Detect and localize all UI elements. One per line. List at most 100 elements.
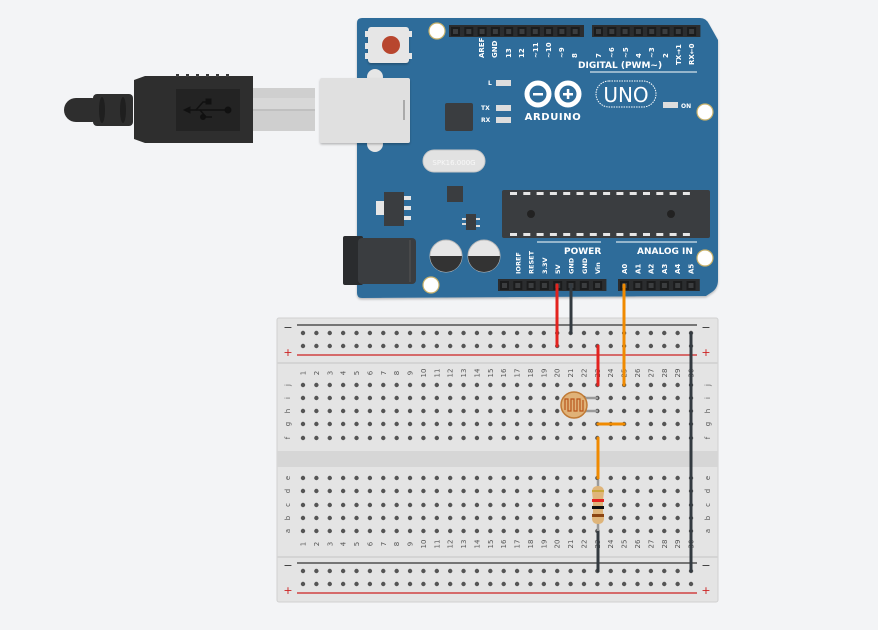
hole-i13[interactable] [461,395,466,401]
hole-bottom-rail-plus[interactable] [434,581,439,587]
hole-d4[interactable] [340,488,346,494]
hole-c6[interactable] [367,502,373,508]
hole-f25[interactable] [621,435,627,441]
hole-bottom-rail-plus[interactable] [541,581,547,587]
hole-g19[interactable] [541,421,547,427]
hole-b14[interactable] [474,515,480,521]
hole-bottom-rail-plus[interactable] [555,581,560,587]
hole-f21[interactable] [568,435,573,441]
hole-a5[interactable] [354,528,359,534]
hole-top-rail-minus[interactable] [581,330,587,336]
hole-e18[interactable] [528,475,533,481]
hole-c28[interactable] [662,502,667,508]
header-pin-gnd[interactable] [490,27,500,36]
hole-c8[interactable] [394,502,399,508]
hole-bottom-rail-plus[interactable] [447,581,453,587]
hole-i14[interactable] [474,395,480,401]
hole-a9[interactable] [407,528,413,534]
hole-f8[interactable] [394,435,399,441]
hole-c17[interactable] [514,502,520,508]
hole-a2[interactable] [314,528,319,534]
hole-b12[interactable] [447,515,453,521]
hole-h18[interactable] [528,408,533,414]
hole-e4[interactable] [340,475,346,481]
hole-bottom-rail-minus[interactable] [528,568,533,574]
hole-e21[interactable] [568,475,573,481]
hole-c16[interactable] [501,502,506,508]
hole-h4[interactable] [340,408,346,414]
hole-b2[interactable] [314,515,319,521]
hole-i15[interactable] [488,395,493,401]
hole-e7[interactable] [381,475,386,481]
hole-e22[interactable] [581,475,587,481]
hole-b22[interactable] [581,515,587,521]
hole-j21[interactable] [568,382,573,388]
hole-b18[interactable] [528,515,533,521]
hole-bottom-rail-minus[interactable] [394,568,399,574]
header-pin-6[interactable] [607,27,617,36]
hole-c1[interactable] [300,502,306,508]
hole-bottom-rail-minus[interactable] [434,568,439,574]
header-pin-8[interactable] [570,27,580,36]
hole-e24[interactable] [608,475,613,481]
hole-h7[interactable] [381,408,386,414]
hole-d7[interactable] [381,488,386,494]
hole-i6[interactable] [367,395,373,401]
hole-h25[interactable] [621,408,627,414]
hole-bottom-rail-plus[interactable] [648,581,654,587]
hole-top-rail-plus[interactable] [474,343,480,349]
hole-d27[interactable] [648,488,654,494]
hole-e15[interactable] [488,475,493,481]
hole-a22[interactable] [581,528,587,534]
hole-j6[interactable] [367,382,373,388]
hole-e28[interactable] [662,475,667,481]
hole-d1[interactable] [300,488,306,494]
hole-bottom-rail-plus[interactable] [407,581,413,587]
hole-bottom-rail-minus[interactable] [501,568,506,574]
hole-f7[interactable] [381,435,386,441]
hole-d9[interactable] [407,488,413,494]
hole-j4[interactable] [340,382,346,388]
hole-i4[interactable] [340,395,346,401]
hole-d18[interactable] [528,488,533,494]
hole-e14[interactable] [474,475,480,481]
hole-a6[interactable] [367,528,373,534]
hole-f11[interactable] [434,435,439,441]
hole-bottom-rail-plus[interactable] [581,581,587,587]
hole-g13[interactable] [461,421,466,427]
header-pin-9[interactable] [557,27,567,36]
hole-j29[interactable] [675,382,680,388]
hole-bottom-rail-plus[interactable] [461,581,466,587]
header-pin-nc[interactable] [500,281,509,290]
header-pin-33v[interactable] [539,281,549,290]
hole-f12[interactable] [447,435,453,441]
hole-b24[interactable] [608,515,613,521]
header-pin-reset[interactable] [526,281,536,290]
hole-f20[interactable] [555,435,560,441]
hole-bottom-rail-plus[interactable] [300,581,306,587]
header-pin-scl[interactable] [451,27,460,36]
hole-i16[interactable] [501,395,506,401]
hole-top-rail-plus[interactable] [528,343,533,349]
breadboard-holes[interactable] [300,330,694,587]
hole-d28[interactable] [662,488,667,494]
hole-b13[interactable] [461,515,466,521]
hole-top-rail-plus[interactable] [514,343,520,349]
hole-h6[interactable] [367,408,373,414]
hole-d8[interactable] [394,488,399,494]
hole-c20[interactable] [555,502,560,508]
hole-h15[interactable] [488,408,493,414]
hole-d5[interactable] [354,488,359,494]
hole-i18[interactable] [528,395,533,401]
hole-i2[interactable] [314,395,319,401]
hole-top-rail-minus[interactable] [608,330,613,336]
hole-h9[interactable] [407,408,413,414]
hole-top-rail-plus[interactable] [421,343,426,349]
hole-j22[interactable] [581,382,587,388]
hole-b27[interactable] [648,515,654,521]
hole-bottom-rail-minus[interactable] [447,568,453,574]
hole-top-rail-minus[interactable] [595,330,600,336]
header-pin-7[interactable] [594,27,603,36]
hole-top-rail-minus[interactable] [528,330,533,336]
